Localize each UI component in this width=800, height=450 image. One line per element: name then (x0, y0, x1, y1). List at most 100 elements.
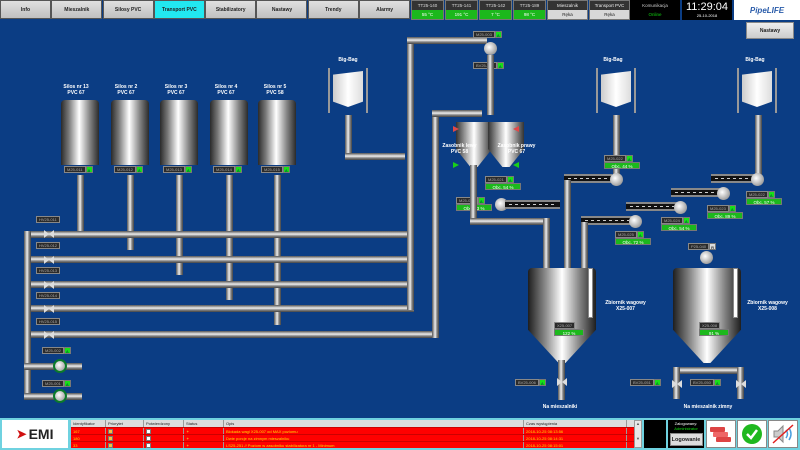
valve-tag[interactable]: HV25-012 (36, 242, 61, 249)
valve-icon[interactable] (44, 256, 54, 264)
alarm-list-button[interactable] (706, 420, 736, 448)
valve-icon[interactable] (44, 281, 54, 289)
alarm-scrollbar[interactable]: ▲▼ (634, 420, 642, 448)
screw-drive-icon (495, 198, 508, 211)
weighing-tank-x25-007[interactable] (528, 268, 596, 363)
alarm-time: 2018-10-25 08:15:01 (524, 442, 627, 448)
tab-transport-pvc[interactable]: Transport PVC (153, 0, 205, 19)
column-header[interactable]: Status (184, 420, 224, 427)
scroll-down-icon[interactable]: ▼ (636, 436, 640, 441)
valve-icon[interactable] (557, 378, 567, 386)
ack-checkbox[interactable] (146, 429, 151, 434)
column-header[interactable]: Priorytet (106, 420, 144, 427)
tab-mieszalnik[interactable]: Mieszalnik (51, 0, 103, 19)
priority-checkbox[interactable] (108, 429, 113, 434)
tab-trendy[interactable]: Trendy (307, 0, 359, 19)
pipe (24, 331, 434, 338)
pipe (345, 153, 405, 160)
level-low-icon (453, 162, 459, 168)
bigbag-label: Big-Bag (603, 57, 623, 63)
weighing-tank-x25-008[interactable] (673, 268, 741, 363)
column-header[interactable]: Czas wystąpienia (524, 420, 627, 427)
valve-tag[interactable]: HV25-013 (36, 267, 61, 274)
valve-icon[interactable] (44, 305, 54, 313)
ack-checkbox[interactable] (146, 436, 151, 441)
scroll-up-icon[interactable]: ▲ (636, 421, 640, 426)
tank-tag[interactable]: X25-008 (699, 322, 721, 329)
tab-nastawy[interactable]: Nastawy (256, 0, 308, 19)
alarm-row[interactable]: 180 ✦ Dwie porcje na zimnym mieszalniku … (71, 434, 634, 441)
silo-tank[interactable] (61, 100, 99, 165)
screw-conveyor[interactable] (505, 200, 560, 209)
screw-conveyor[interactable] (564, 174, 612, 183)
screw-conveyor[interactable] (711, 174, 755, 183)
screw-occupancy: Obc. 57 % (746, 198, 782, 205)
silo-tank[interactable] (210, 100, 248, 165)
pipe (613, 115, 620, 175)
tank-level: 91 % (699, 329, 729, 336)
column-header[interactable]: Identyfikator (71, 420, 106, 427)
screw-conveyor[interactable] (626, 202, 678, 211)
valve-icon[interactable] (44, 331, 54, 339)
alarm-row[interactable]: 33 ✦ LS25-251 // Poziom w zasobniku stab… (71, 441, 634, 448)
valve-icon[interactable] (672, 380, 682, 388)
screw-conveyor[interactable] (581, 216, 633, 225)
screw-conveyor[interactable] (671, 188, 721, 197)
screw-drive-icon (629, 215, 642, 228)
screw-occupancy: Obc. 89 % (707, 212, 743, 219)
tab-stabilizatory[interactable]: Stabilizatory (205, 0, 257, 19)
alarm-row[interactable]: 167 ✦ Blokada wagi X25-007 od MAX poziom… (71, 427, 634, 434)
silo-tank[interactable] (258, 100, 296, 165)
tab-alarmy[interactable]: Alarmy (359, 0, 411, 19)
login-button[interactable]: Logowanie (669, 433, 703, 446)
tab-silosy-pvc[interactable]: Silosy PVC (102, 0, 154, 19)
alarm-desc: Blokada wagi X25-007 od MAX poziomu (224, 428, 524, 434)
priority-checkbox[interactable] (108, 436, 113, 441)
silo-tank[interactable] (111, 100, 149, 165)
mute-button[interactable] (768, 420, 798, 448)
valve-icon[interactable] (44, 230, 54, 238)
tank-tag[interactable]: X25-007 (554, 322, 576, 329)
alarm-priority (106, 442, 144, 448)
valve-tag[interactable]: HV25-011 (36, 216, 60, 223)
column-header[interactable]: Opis (224, 420, 524, 427)
pump-icon[interactable] (53, 389, 67, 403)
pump-icon[interactable] (53, 359, 67, 373)
ack-checkbox[interactable] (146, 443, 151, 448)
silo-tank[interactable] (160, 100, 198, 165)
level-high-icon (513, 126, 519, 132)
valve-tag[interactable]: HV25-015 (36, 318, 61, 325)
tab-info[interactable]: Info (0, 0, 51, 19)
valve-tag[interactable]: HV25-014 (36, 292, 61, 299)
nastawy-button[interactable]: Nastawy (746, 22, 794, 39)
acknowledge-button[interactable] (737, 420, 767, 448)
screw-occupancy: Obc. 54 % (661, 224, 697, 231)
column-header[interactable]: Potwierdzony (144, 420, 184, 427)
valve-icon[interactable] (736, 380, 746, 388)
blank-panel (644, 420, 666, 448)
blower-icon[interactable] (484, 42, 497, 55)
priority-checkbox[interactable] (108, 443, 113, 448)
